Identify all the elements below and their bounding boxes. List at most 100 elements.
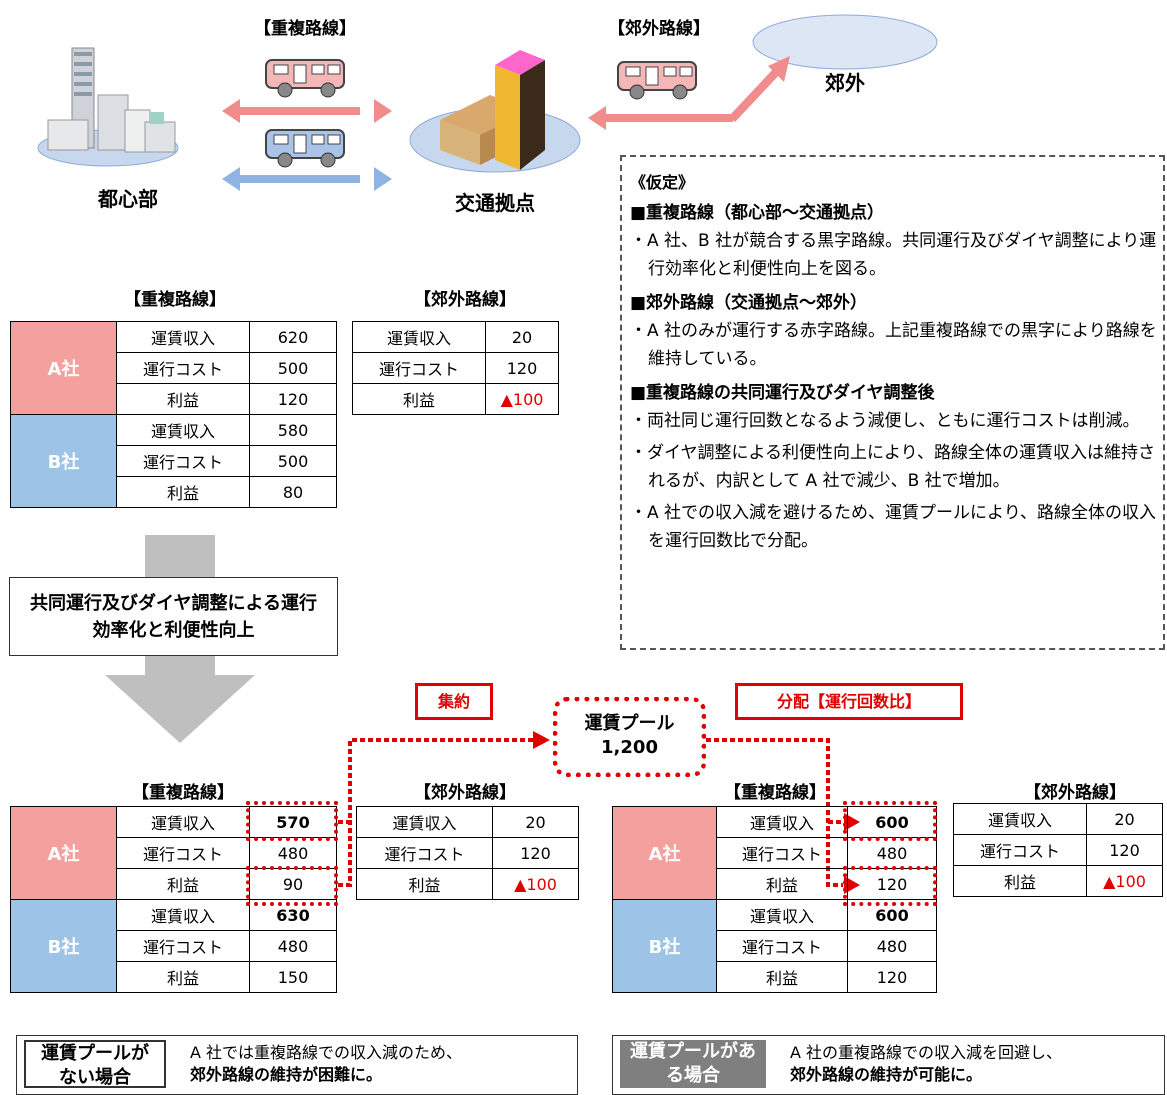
collect-tag: 集約 (415, 683, 493, 720)
b-revenue-value: 580 (249, 414, 337, 446)
row-label-cost: 運行コスト (953, 834, 1087, 866)
sub-route-label-top: 【郊外路線】 (608, 19, 710, 39)
route-illustration (37, 14, 938, 191)
a-revenue-value: 570 (249, 806, 337, 838)
row-label-revenue: 運賃収入 (116, 414, 250, 446)
row-label-profit: 利益 (116, 961, 250, 993)
table-row: 運行コスト 500 (11, 352, 337, 384)
assumptions-box: 《仮定》 ■重複路線（都心部～交通拠点） ・A 社、B 社が競合する黒字路線。共… (620, 155, 1165, 650)
no-pool-note-line2: 郊外路線の維持が困難に。 (190, 1065, 383, 1084)
row-label-revenue: 運賃収入 (116, 806, 250, 838)
assumption-bullet-5: ・A 社での収入減を避けるため、運賃プールにより、路線全体の収入を運行回数比で分… (630, 503, 1157, 551)
a-profit-value: 120 (847, 868, 937, 900)
assumption-heading-2: ■郊外路線（交通拠点～郊外） (630, 293, 868, 313)
sub-cost-value: 120 (485, 352, 559, 384)
table-row: A社 運賃収入 570 (10, 806, 337, 900)
a-cost-value: 500 (249, 352, 337, 384)
no-pool-dup-header: 【重複路線】 (132, 783, 234, 803)
assumption-bullet-1: ・A 社、B 社が競合する黒字路線。共同運行及びダイヤ調整により運行効率化と利便… (630, 231, 1157, 279)
city-label: 都心部 (98, 187, 158, 211)
a-cost-value: 480 (847, 837, 937, 869)
suburb-label: 郊外 (825, 71, 865, 95)
row-label-cost: 運行コスト (352, 352, 486, 384)
row-label-revenue: 運賃収入 (716, 899, 848, 931)
b-profit-value: 150 (249, 961, 337, 993)
fare-pool-amount: 1,200 (601, 737, 658, 758)
assumption-bullet-2: ・A 社のみが運行する赤字路線。上記重複路線での黒字により路線を維持している。 (630, 321, 1157, 369)
highlight-pool-a-revenue (843, 801, 937, 841)
sub-revenue-value: 20 (492, 806, 579, 838)
row-label-cost: 運行コスト (116, 352, 250, 384)
process-text: 共同運行及びダイヤ調整による運行効率化と利便性向上 (30, 592, 317, 641)
company-a-cell: A社 (10, 806, 117, 900)
table-row: 利益▲100 (356, 868, 579, 900)
b-profit-value: 120 (847, 961, 937, 993)
a-cost-value: 480 (249, 837, 337, 869)
before-sub-header: 【郊外路線】 (414, 290, 516, 310)
row-label-revenue: 運賃収入 (356, 806, 493, 838)
row-label-revenue: 運賃収入 (716, 806, 848, 838)
pool-note-line2: 郊外路線の維持が可能に。 (790, 1065, 983, 1084)
double-arrow-blue (222, 167, 392, 191)
b-cost-value: 480 (249, 930, 337, 962)
pool-sub-header: 【郊外路線】 (1024, 783, 1126, 803)
a-profit-value: 90 (249, 868, 337, 900)
sub-revenue-value: 20 (1086, 803, 1163, 835)
assumption-heading-3: ■重複路線の共同運行及びダイヤ調整後 (630, 383, 935, 403)
a-profit-value: 120 (249, 383, 337, 415)
no-pool-box-title: 運賃プールがない場合 (24, 1040, 166, 1088)
assumption-heading-1: ■重複路線（都心部～交通拠点） (630, 203, 885, 223)
sub-profit-value: ▲100 (492, 868, 579, 900)
row-label-profit: 利益 (356, 868, 493, 900)
table-row: 利益▲100 (352, 383, 559, 415)
bus-icon-a (265, 59, 345, 98)
assumption-bullet-3: ・両社同じ運行回数となるよう減便し、ともに運行コストは削減。 (630, 411, 1140, 431)
bus-icon-b (265, 129, 345, 168)
distribute-tag: 分配【運行回数比】 (735, 683, 963, 720)
highlight-b-revenue (246, 866, 338, 906)
row-label-profit: 利益 (116, 868, 250, 900)
pool-note-line1: A 社の重複路線での収入減を回避し、 (790, 1043, 1063, 1062)
table-row: 利益▲100 (953, 865, 1163, 897)
table-row: 利益 80 (11, 476, 337, 508)
row-label-profit: 利益 (716, 961, 848, 993)
b-cost-value: 480 (847, 930, 937, 962)
pool-dup-header: 【重複路線】 (724, 783, 826, 803)
collect-arrowhead (533, 731, 550, 749)
fare-pool-title: 運賃プール (584, 713, 675, 734)
a-revenue-value: 620 (249, 321, 337, 353)
table-row: 利益 120 (11, 383, 337, 415)
double-arrow-pink (222, 99, 392, 123)
table-row: A社 運賃収入 600 (612, 806, 937, 900)
row-label-cost: 運行コスト (716, 837, 848, 869)
sub-revenue-value: 20 (485, 321, 559, 353)
sub-profit-value: ▲100 (485, 383, 559, 415)
company-b-cell: B社 (10, 414, 117, 508)
row-label-profit: 利益 (352, 383, 486, 415)
company-b-cell: B社 (612, 899, 717, 993)
assumptions-title: 《仮定》 (630, 173, 695, 192)
row-label-profit: 利益 (953, 865, 1087, 897)
hub-building-icon (440, 50, 545, 170)
hub-label: 交通拠点 (455, 191, 535, 215)
row-label-profit: 利益 (116, 383, 250, 415)
company-a-cell: A社 (612, 806, 717, 900)
row-label-cost: 運行コスト (116, 930, 250, 962)
suburb-ellipse (752, 14, 938, 70)
no-pool-note-line1: A 社では重複路線での収入減のため、 (190, 1043, 463, 1062)
highlight-a-revenue (246, 801, 338, 841)
sub-cost-value: 120 (1086, 834, 1163, 866)
row-label-cost: 運行コスト (716, 930, 848, 962)
